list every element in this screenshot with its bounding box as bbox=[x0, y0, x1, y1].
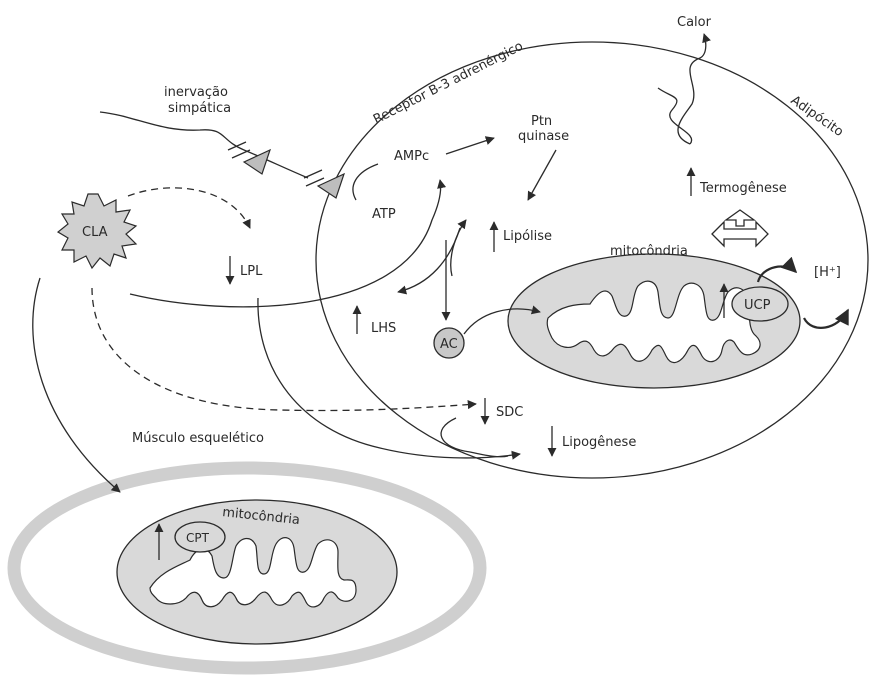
label-lpl: LPL bbox=[240, 264, 263, 279]
sdc-to-lipogenese-curve bbox=[441, 418, 508, 457]
ptn-to-lipolise-arrow bbox=[528, 150, 556, 200]
label-inervacao-1: inervação bbox=[164, 85, 228, 100]
label-mitocondria-adipocito: mitocôndria bbox=[610, 244, 688, 259]
cla-to-muscle-arrow bbox=[33, 278, 120, 492]
label-inervacao-2: simpática bbox=[168, 101, 231, 116]
sympathetic-nerve-line bbox=[100, 112, 308, 178]
label-musculo: Músculo esquelético bbox=[132, 431, 264, 446]
ac-to-lipolise-arrow bbox=[451, 220, 466, 276]
heat-tail bbox=[658, 88, 692, 144]
label-sdc: SDC bbox=[496, 405, 523, 420]
cla-to-lpl-dashed bbox=[128, 188, 250, 228]
thermogenesis-hollow-arrows bbox=[712, 210, 768, 246]
label-lhs: LHS bbox=[371, 321, 396, 336]
label-h-plus: [H⁺] bbox=[814, 265, 841, 280]
cla-to-ampc-curve bbox=[130, 180, 441, 307]
label-cla: CLA bbox=[82, 225, 108, 240]
nerve-terminal-2 bbox=[318, 174, 344, 198]
label-ptn-1: Ptn bbox=[531, 114, 552, 129]
label-cpt: CPT bbox=[186, 531, 210, 545]
label-termogenese: Termogênese bbox=[699, 181, 787, 196]
label-lipolise: Lipólise bbox=[503, 229, 552, 244]
label-receptor: Receptor B-3 adrenérgico bbox=[371, 39, 526, 128]
label-atp: ATP bbox=[372, 207, 396, 222]
atp-to-ampc-curve bbox=[353, 164, 378, 200]
ampc-to-ptn-arrow bbox=[446, 138, 494, 154]
h-plus-curve-bottom bbox=[804, 310, 848, 328]
label-ucp: UCP bbox=[744, 298, 771, 313]
synapse-bars-1 bbox=[228, 142, 250, 158]
cla-to-sdc-dashed bbox=[92, 288, 476, 411]
label-ac: AC bbox=[440, 337, 458, 352]
nerve-terminal-1 bbox=[244, 150, 270, 174]
heat-wavy-line bbox=[678, 34, 706, 144]
label-ptn-2: quinase bbox=[518, 129, 569, 144]
label-ampc: AMPc bbox=[394, 149, 429, 164]
label-lipogenese: Lipogênese bbox=[562, 435, 636, 450]
label-calor: Calor bbox=[677, 15, 712, 30]
